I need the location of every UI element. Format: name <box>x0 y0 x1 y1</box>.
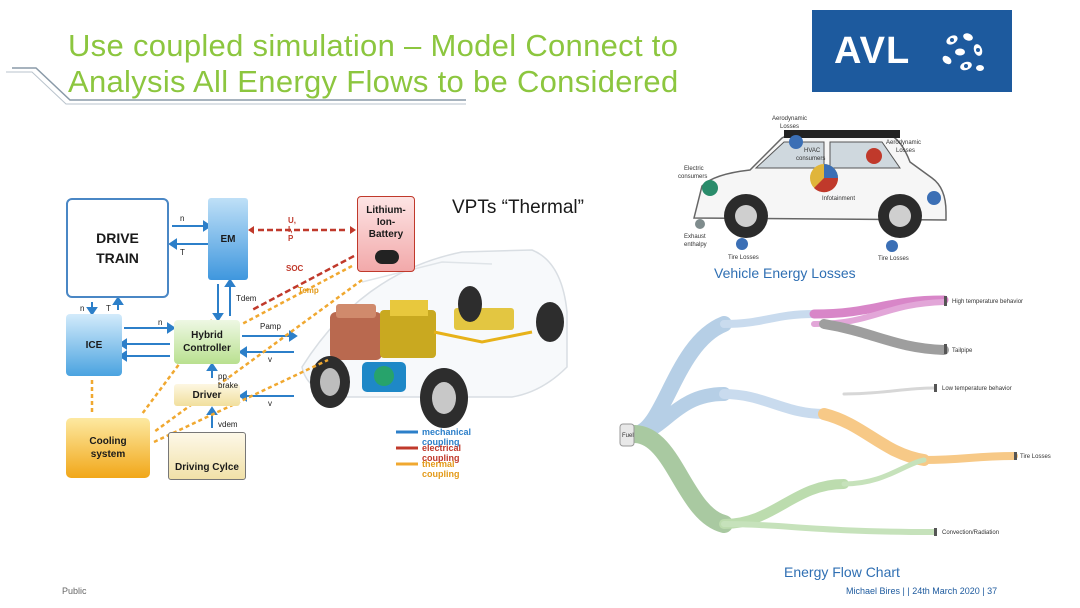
vehicle-label-electric-2: consumers <box>678 174 707 180</box>
driving-cycle-block: Driving Cylce <box>168 432 246 480</box>
vehicle-label-exhaust-2: enthalpy <box>684 242 707 248</box>
drive-train-block: DRIVE TRAIN <box>66 198 169 298</box>
slide-title-line-1: Use coupled simulation – Model Connect t… <box>68 28 679 63</box>
signal-vdem: vdem <box>218 420 238 429</box>
flow-label-high-temp: High temperature behavior <box>952 299 1023 305</box>
vehicle-label-electric-1: Electric <box>684 166 704 172</box>
footer-classification: Public <box>62 586 87 596</box>
driver-block: Driver <box>174 384 240 406</box>
battery-label-3: Battery <box>368 229 404 240</box>
cooling-system-block: Cooling system <box>66 418 150 478</box>
signal-tdem: Tdem <box>236 294 257 303</box>
battery-cell-icon <box>375 250 399 264</box>
title-underline-swoosh <box>6 67 466 105</box>
signal-pamp: Pamp <box>260 322 281 331</box>
hybrid-label-1: Hybrid <box>191 330 223 341</box>
vehicle-label-tire-right: Tire Losses <box>878 256 909 262</box>
legend-electrical: electrical coupling <box>422 443 462 463</box>
hybrid-label-2: Controller <box>183 343 231 354</box>
battery-label-1: Lithium- <box>366 205 406 216</box>
vehicle-label-infotainment: Infotainment <box>822 196 855 202</box>
avl-logo: AVL <box>812 10 1012 92</box>
energy-flow-chart-caption: Energy Flow Chart <box>784 564 900 580</box>
flow-label-tailpipe: Tailpipe <box>952 348 973 354</box>
signal-temp: Temp <box>298 286 319 295</box>
vehicle-label-aero2-1: Aerodynamic <box>886 140 921 146</box>
vehicle-label-aero-1: Aerodynamic <box>772 116 807 122</box>
slide-title-line-2: Analysis All Energy Flows to be Consider… <box>68 64 679 99</box>
signal-v-hc: v <box>268 355 272 364</box>
signal-n-hc: n <box>158 318 163 327</box>
avl-logo-icon <box>942 33 984 71</box>
vehicle-label-aero-2: Losses <box>780 124 799 130</box>
signal-uip: U, I, P <box>288 216 296 243</box>
signal-n-ice: n <box>80 304 85 313</box>
vehicle-label-aero2-2: Losses <box>896 148 915 154</box>
legend-mechanical: mechanical coupling <box>422 427 472 447</box>
vehicle-label-hvac-2: consumers <box>796 156 825 162</box>
drive-train-label-2: TRAIN <box>96 250 139 266</box>
signal-t-ice: T <box>106 304 111 313</box>
battery-label-2: Ion- <box>376 217 396 228</box>
ice-block: ICE <box>66 314 122 376</box>
signal-v-driver: v <box>268 399 272 408</box>
cooling-label-1: Cooling <box>89 436 127 447</box>
vehicle-label-exhaust-1: Exhaust <box>684 234 706 240</box>
vehicle-energy-losses-figure: Aerodynamic Losses Aerodynamic Losses HV… <box>678 116 947 262</box>
signal-pp-brake: pp, brake <box>218 372 239 390</box>
slide-title: Use coupled simulation – Model Connect t… <box>68 28 768 100</box>
diagram-background-car <box>86 220 568 466</box>
em-block: EM <box>208 198 248 280</box>
vehicle-label-hvac-1: HVAC <box>804 148 821 154</box>
vehicle-label-tire-left: Tire Losses <box>728 255 759 261</box>
flow-label-low-temp: Low temperature behavior <box>942 386 1012 392</box>
vpt-thermal-label: VPTs “Thermal” <box>452 197 584 218</box>
drive-train-label-1: DRIVE <box>96 230 139 246</box>
signal-soc: SOC <box>286 264 304 273</box>
signal-n-em: n <box>180 214 185 223</box>
legend-thermal: thermal coupling <box>422 459 460 479</box>
flow-label-convection: Convection/Radiation <box>942 530 999 536</box>
flow-label-fuel: Fuel <box>622 433 634 439</box>
vehicle-energy-losses-caption: Vehicle Energy Losses <box>714 265 856 281</box>
footer-author-date-page: Michael Bires | | 24th March 2020 | 37 <box>846 586 998 596</box>
avl-logo-text: AVL <box>834 30 911 72</box>
energy-flow-chart: Fuel High temperature behavior Tailpipe … <box>619 295 1051 536</box>
signal-t-em: T <box>180 248 185 257</box>
flow-label-tire: Tire Losses <box>1020 454 1051 460</box>
cooling-label-2: system <box>90 449 126 460</box>
